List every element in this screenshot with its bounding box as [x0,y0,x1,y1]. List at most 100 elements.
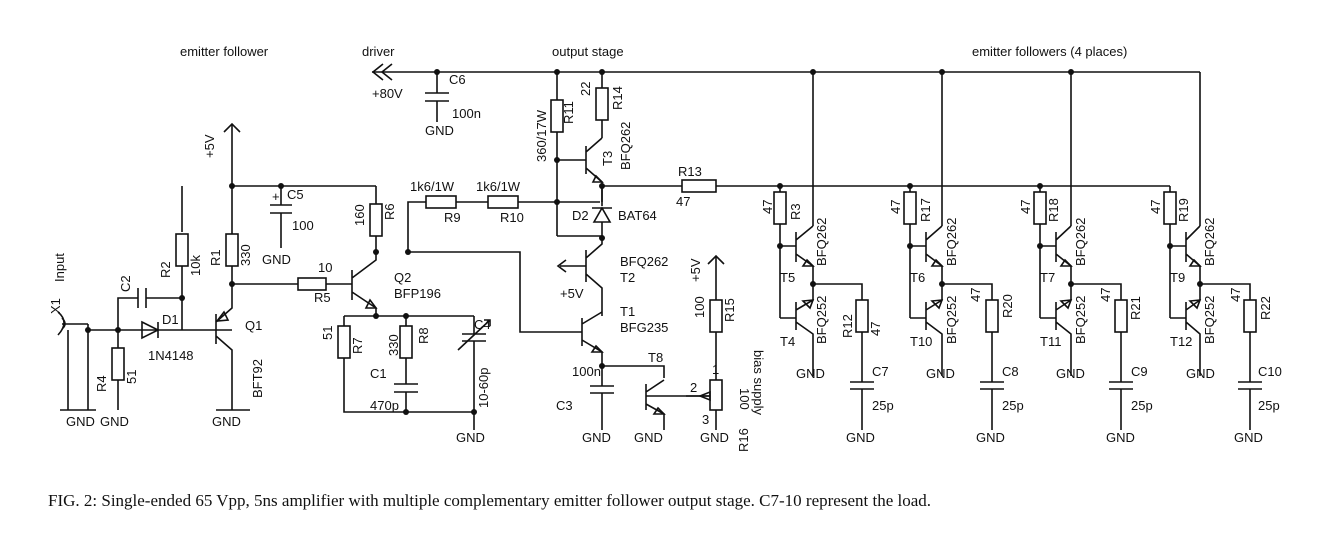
section-emitter-followers: emitter followers (4 places) [972,44,1127,59]
resistor-r7 [337,325,351,359]
c9-value: 25p [1131,398,1153,413]
r20-value: 47 [968,288,983,302]
r6-value: 160 [352,204,367,226]
r21-label: R21 [1128,296,1143,320]
t8-label: T8 [648,350,663,365]
r11-value: 360/17W [534,109,549,162]
circuit-schematic: emitter follower driver output stage emi… [48,44,1282,452]
t3-label: T3 [600,151,615,166]
c6-value: 100n [452,106,481,121]
r2-label: R2 [158,261,173,278]
resistor-r5 [297,277,327,291]
c1-label: C1 [370,366,387,381]
r14-value: 22 [578,82,593,96]
r18-value: 47 [1018,200,1033,214]
x1-label: X1 [48,298,63,314]
q2-label: Q2 [394,270,411,285]
q1-label: Q1 [245,318,262,333]
r16-pin3: 3 [702,412,709,427]
resistor-r6 [369,203,383,237]
section-output-stage: output stage [552,44,624,59]
transistor-t3 [557,137,604,202]
t1-label: T1 [620,304,635,319]
capacitor-c4 [457,316,491,430]
gnd-label: GND [976,430,1005,445]
follower-cell-4 [1163,72,1262,430]
resistor-r15 [709,299,723,333]
t3-value: BFQ262 [618,122,633,170]
supply-5v-label: +5V [688,258,703,282]
resistor-r2 [175,233,189,267]
r16-label: R16 [736,428,751,452]
t12-type: BFQ252 [1202,296,1217,344]
c6-label: C6 [449,72,466,87]
r5-label: R5 [314,290,331,305]
figure-caption: FIG. 2: Single-ended 65 Vpp, 5ns amplifi… [48,491,932,510]
r17-label: R17 [918,198,933,222]
r16-value: 100 [737,388,752,410]
diode-d2 [592,186,612,238]
c4-value: 10-60p [476,368,491,408]
section-emitter-follower: emitter follower [180,44,269,59]
c10-label: C10 [1258,364,1282,379]
t4-type: BFQ252 [814,296,829,344]
t11-type: BFQ252 [1073,296,1088,344]
gnd-label: GND [926,366,955,381]
supply-5v-label: +5V [560,286,584,301]
transistor-q2 [351,252,378,316]
r13-label: R13 [678,164,702,179]
gnd-label: GND [425,123,454,138]
gnd-label: GND [1186,366,1215,381]
supply-rail-80v [371,63,1200,81]
t1-value: BFG235 [620,320,668,335]
follower-cell-2 [903,72,1004,430]
transistor-t2 [556,238,603,316]
gnd-label: GND [100,414,129,429]
q1-value: BFT92 [250,359,265,398]
potentiometer-r16 [709,379,723,411]
t2-label: T2 [620,270,635,285]
resistor-r4 [111,347,125,381]
resistor-r11 [550,99,564,133]
gnd-label: GND [796,366,825,381]
follower-cell-1 [773,72,874,430]
r9-label: R9 [444,210,461,225]
transistor-t8 [645,379,716,430]
transistor-t1 [581,311,604,368]
resistor-r8 [399,325,413,359]
r5-value: 10 [318,260,332,275]
resistor-r1 [225,233,239,267]
c2-label: C2 [118,275,133,292]
c5-value: 100 [292,218,314,233]
t2-value: BFQ262 [620,254,668,269]
c1-value: 470p [370,398,399,413]
t10-label: T10 [910,334,932,349]
c10-value: 25p [1258,398,1280,413]
r20-label: R20 [1000,294,1015,318]
c5-label: C5 [287,187,304,202]
r16-pin1: 1 [712,362,719,377]
t11-label: T11 [1040,334,1061,349]
t6-label: T6 [910,270,925,285]
r12-value: 47 [868,322,883,336]
r15-label: R15 [722,298,737,322]
t5-label: T5 [780,270,795,285]
t4-label: T4 [780,334,795,349]
t7-type: BFQ262 [1073,218,1088,266]
r18-label: R18 [1046,198,1061,222]
gnd-label: GND [66,414,95,429]
gnd-label: GND [634,430,663,445]
t10-type: BFQ252 [944,296,959,344]
r8-label: R8 [416,327,431,344]
gnd-label: GND [262,252,291,267]
r15-value: 100 [692,296,707,318]
r22-value: 47 [1228,288,1243,302]
r6-label: R6 [382,203,397,220]
capacitor-c2 [117,288,182,330]
d2-value: BAT64 [618,208,657,223]
r21-value: 47 [1098,288,1113,302]
r19-value: 47 [1148,200,1163,214]
capacitor-c3 [590,366,614,430]
r11-label: R11 [561,101,576,124]
r4-value: 51 [124,370,139,384]
